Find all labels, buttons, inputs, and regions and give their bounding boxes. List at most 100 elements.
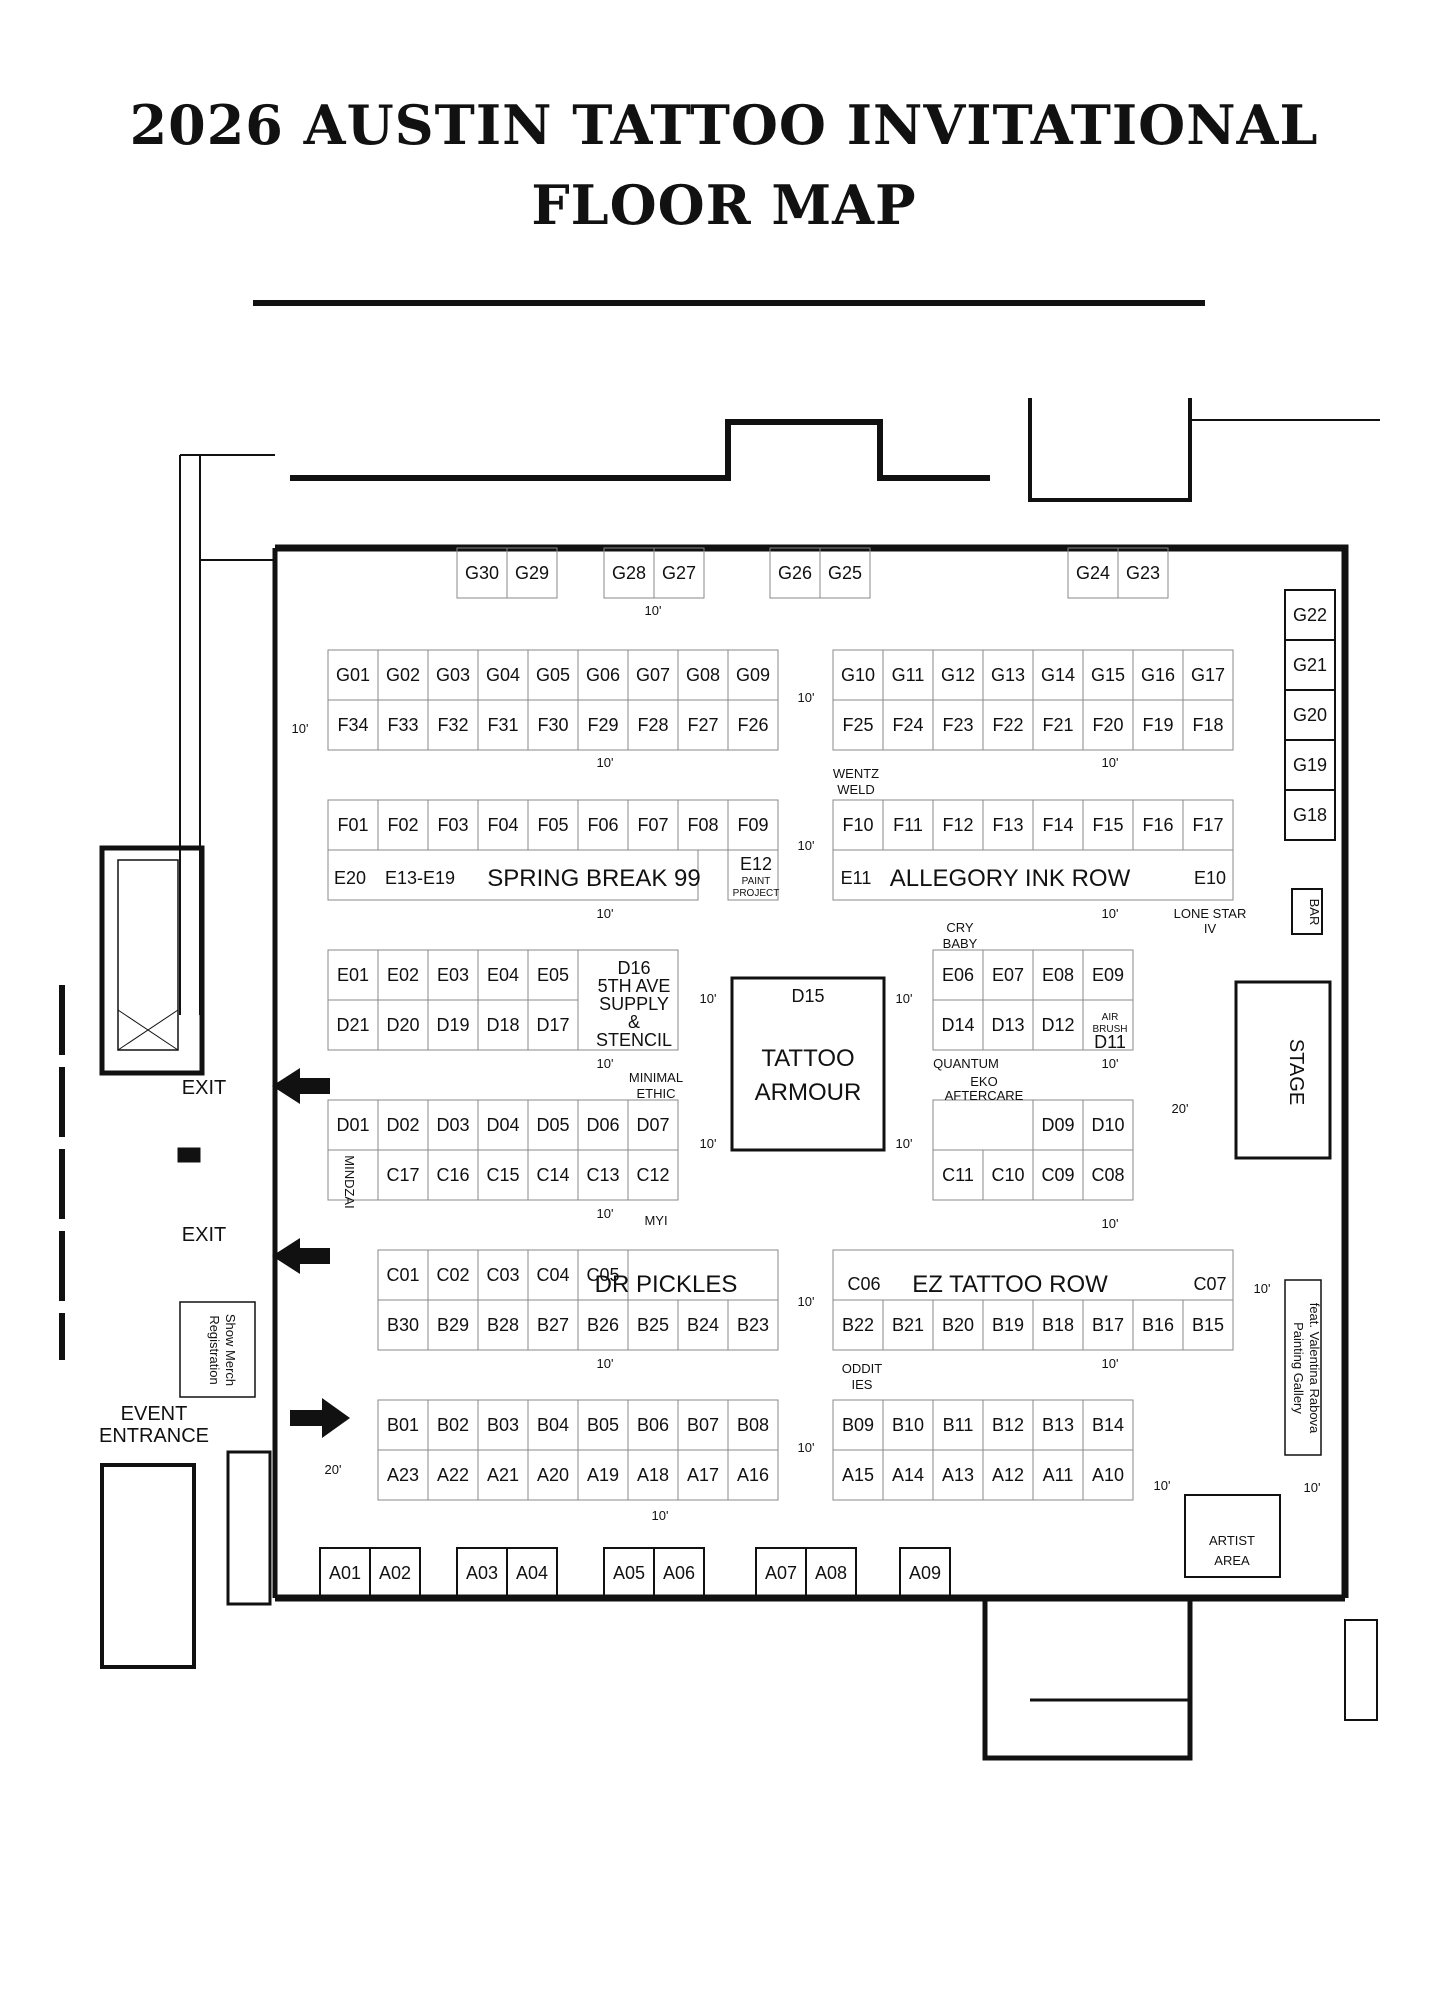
booth-A15: A15 bbox=[842, 1465, 874, 1485]
ez-tattoo-row-label: EZ TATTOO ROW bbox=[912, 1271, 1108, 1298]
booth-D13: D13 bbox=[991, 1015, 1024, 1035]
booth-C10: C10 bbox=[991, 1165, 1024, 1185]
aisle-width-label: 10' bbox=[597, 906, 614, 921]
exit-arrows bbox=[272, 1068, 350, 1438]
booth-E01: E01 bbox=[337, 965, 369, 985]
quantum-label: QUANTUM bbox=[933, 1056, 999, 1071]
booth-F18: F18 bbox=[1192, 715, 1223, 735]
tattoo-armour-booth bbox=[730, 976, 886, 1152]
booth-F09: F09 bbox=[737, 815, 768, 835]
booth-box-C12 bbox=[627, 1149, 679, 1201]
booth-A10: A10 bbox=[1092, 1465, 1124, 1485]
booth-box-G25 bbox=[819, 547, 871, 599]
allegory-ink-row-label: ALLEGORY INK ROW bbox=[890, 865, 1131, 892]
booth-box-E12 bbox=[727, 849, 779, 901]
booth-B05: B05 bbox=[587, 1415, 619, 1435]
aisle-width-label: 10' bbox=[597, 755, 614, 770]
artist-area-box bbox=[1184, 1494, 1281, 1578]
booth-box-A09 bbox=[899, 1547, 951, 1599]
aisle-width-label: 10' bbox=[798, 1440, 815, 1455]
booth-D03: D03 bbox=[436, 1115, 469, 1135]
booth-F10: F10 bbox=[842, 815, 873, 835]
booth-B24: B24 bbox=[687, 1315, 719, 1335]
booth-B12: B12 bbox=[992, 1415, 1024, 1435]
booth-B20: B20 bbox=[942, 1315, 974, 1335]
booth-B02: B02 bbox=[437, 1415, 469, 1435]
booth-G15: G15 bbox=[1091, 665, 1125, 685]
booth-G24: G24 bbox=[1076, 563, 1110, 583]
booth-box-C08 bbox=[1082, 1149, 1134, 1201]
booth-box-G23 bbox=[1117, 547, 1169, 599]
entrance-arrow-icon bbox=[290, 1398, 350, 1438]
booth-G22: G22 bbox=[1293, 605, 1327, 625]
booth-B19: B19 bbox=[992, 1315, 1024, 1335]
mindzai-label: MINDZAI bbox=[342, 1155, 357, 1208]
painting-gallery-label-2: feat. Valentina Rabova bbox=[1307, 1303, 1322, 1434]
aisle-width-label: 10' bbox=[597, 1056, 614, 1071]
booth-C14: C14 bbox=[536, 1165, 569, 1185]
map-title-line2: FLOOR MAP bbox=[531, 173, 917, 237]
booth-F04: F04 bbox=[487, 815, 518, 835]
booth-grid bbox=[319, 547, 1336, 1599]
exit-label-1: EXIT bbox=[182, 1077, 226, 1099]
booth-G27: G27 bbox=[662, 563, 696, 583]
booth-F22: F22 bbox=[992, 715, 1023, 735]
booth-E09: E09 bbox=[1092, 965, 1124, 985]
lone-star-label: LONE STAR bbox=[1174, 906, 1247, 921]
booth-A17: A17 bbox=[687, 1465, 719, 1485]
booth-D02: D02 bbox=[386, 1115, 419, 1135]
wentz-weld-label-2: WELD bbox=[837, 782, 875, 797]
spring-break-label: SPRING BREAK 99 bbox=[487, 865, 700, 892]
exit-arrow-icon bbox=[272, 1238, 330, 1274]
booth-C01: C01 bbox=[386, 1265, 419, 1285]
booth-A08: A08 bbox=[815, 1563, 847, 1583]
booth-D15: D15 bbox=[791, 986, 824, 1006]
booth-C02: C02 bbox=[436, 1265, 469, 1285]
booth-G09: G09 bbox=[736, 665, 770, 685]
booth-B14: B14 bbox=[1092, 1415, 1124, 1435]
aisle-width-label: 10' bbox=[645, 603, 662, 618]
booth-D19: D19 bbox=[436, 1015, 469, 1035]
booth-F21: F21 bbox=[1042, 715, 1073, 735]
paint-project-label: PAINT bbox=[742, 876, 771, 887]
booth-B23: B23 bbox=[737, 1315, 769, 1335]
aisle-width-label: 10' bbox=[1304, 1480, 1321, 1495]
named-labels: E20 E13-E19 SPRING BREAK 99 E12 PAINT PR… bbox=[99, 766, 1322, 1568]
booth-F05: F05 bbox=[537, 815, 568, 835]
booth-C13: C13 bbox=[586, 1165, 619, 1185]
booth-F32: F32 bbox=[437, 715, 468, 735]
booth-A04: A04 bbox=[516, 1563, 548, 1583]
booth-F01: F01 bbox=[337, 815, 368, 835]
building-walls bbox=[59, 398, 1380, 1761]
booth-F24: F24 bbox=[892, 715, 923, 735]
bar-label: BAR bbox=[1307, 899, 1322, 926]
booth-box-G18 bbox=[1284, 789, 1336, 841]
aisle-width-label: 10' bbox=[700, 991, 717, 1006]
booth-D18: D18 bbox=[486, 1015, 519, 1035]
minimal-ethic-label: MINIMAL bbox=[629, 1070, 683, 1085]
booth-E06: E06 bbox=[942, 965, 974, 985]
booth-A09: A09 bbox=[909, 1563, 941, 1583]
booth-B29: B29 bbox=[437, 1315, 469, 1335]
booth-B25: B25 bbox=[637, 1315, 669, 1335]
booth-E02: E02 bbox=[387, 965, 419, 985]
tattoo-armour-label: TATTOO bbox=[761, 1045, 854, 1072]
booth-F17: F17 bbox=[1192, 815, 1223, 835]
exit-arrow-icon bbox=[272, 1068, 330, 1104]
booth-B08: B08 bbox=[737, 1415, 769, 1435]
stage-area bbox=[1234, 980, 1332, 1160]
aisle-width-label: 10' bbox=[896, 1136, 913, 1151]
booth-G13: G13 bbox=[991, 665, 1025, 685]
booth-C15: C15 bbox=[486, 1165, 519, 1185]
booth-box-A04 bbox=[506, 1547, 558, 1599]
booth-A21: A21 bbox=[487, 1465, 519, 1485]
cry-baby-label: CRY bbox=[946, 920, 974, 935]
booth-box-D16 bbox=[577, 949, 679, 1051]
booth-A01: A01 bbox=[329, 1563, 361, 1583]
booth-A16: A16 bbox=[737, 1465, 769, 1485]
painting-gallery-label: Painting Gallery bbox=[1291, 1322, 1306, 1414]
booth-E04: E04 bbox=[487, 965, 519, 985]
aisle-width-label: 10' bbox=[652, 1508, 669, 1523]
booth-F02: F02 bbox=[387, 815, 418, 835]
